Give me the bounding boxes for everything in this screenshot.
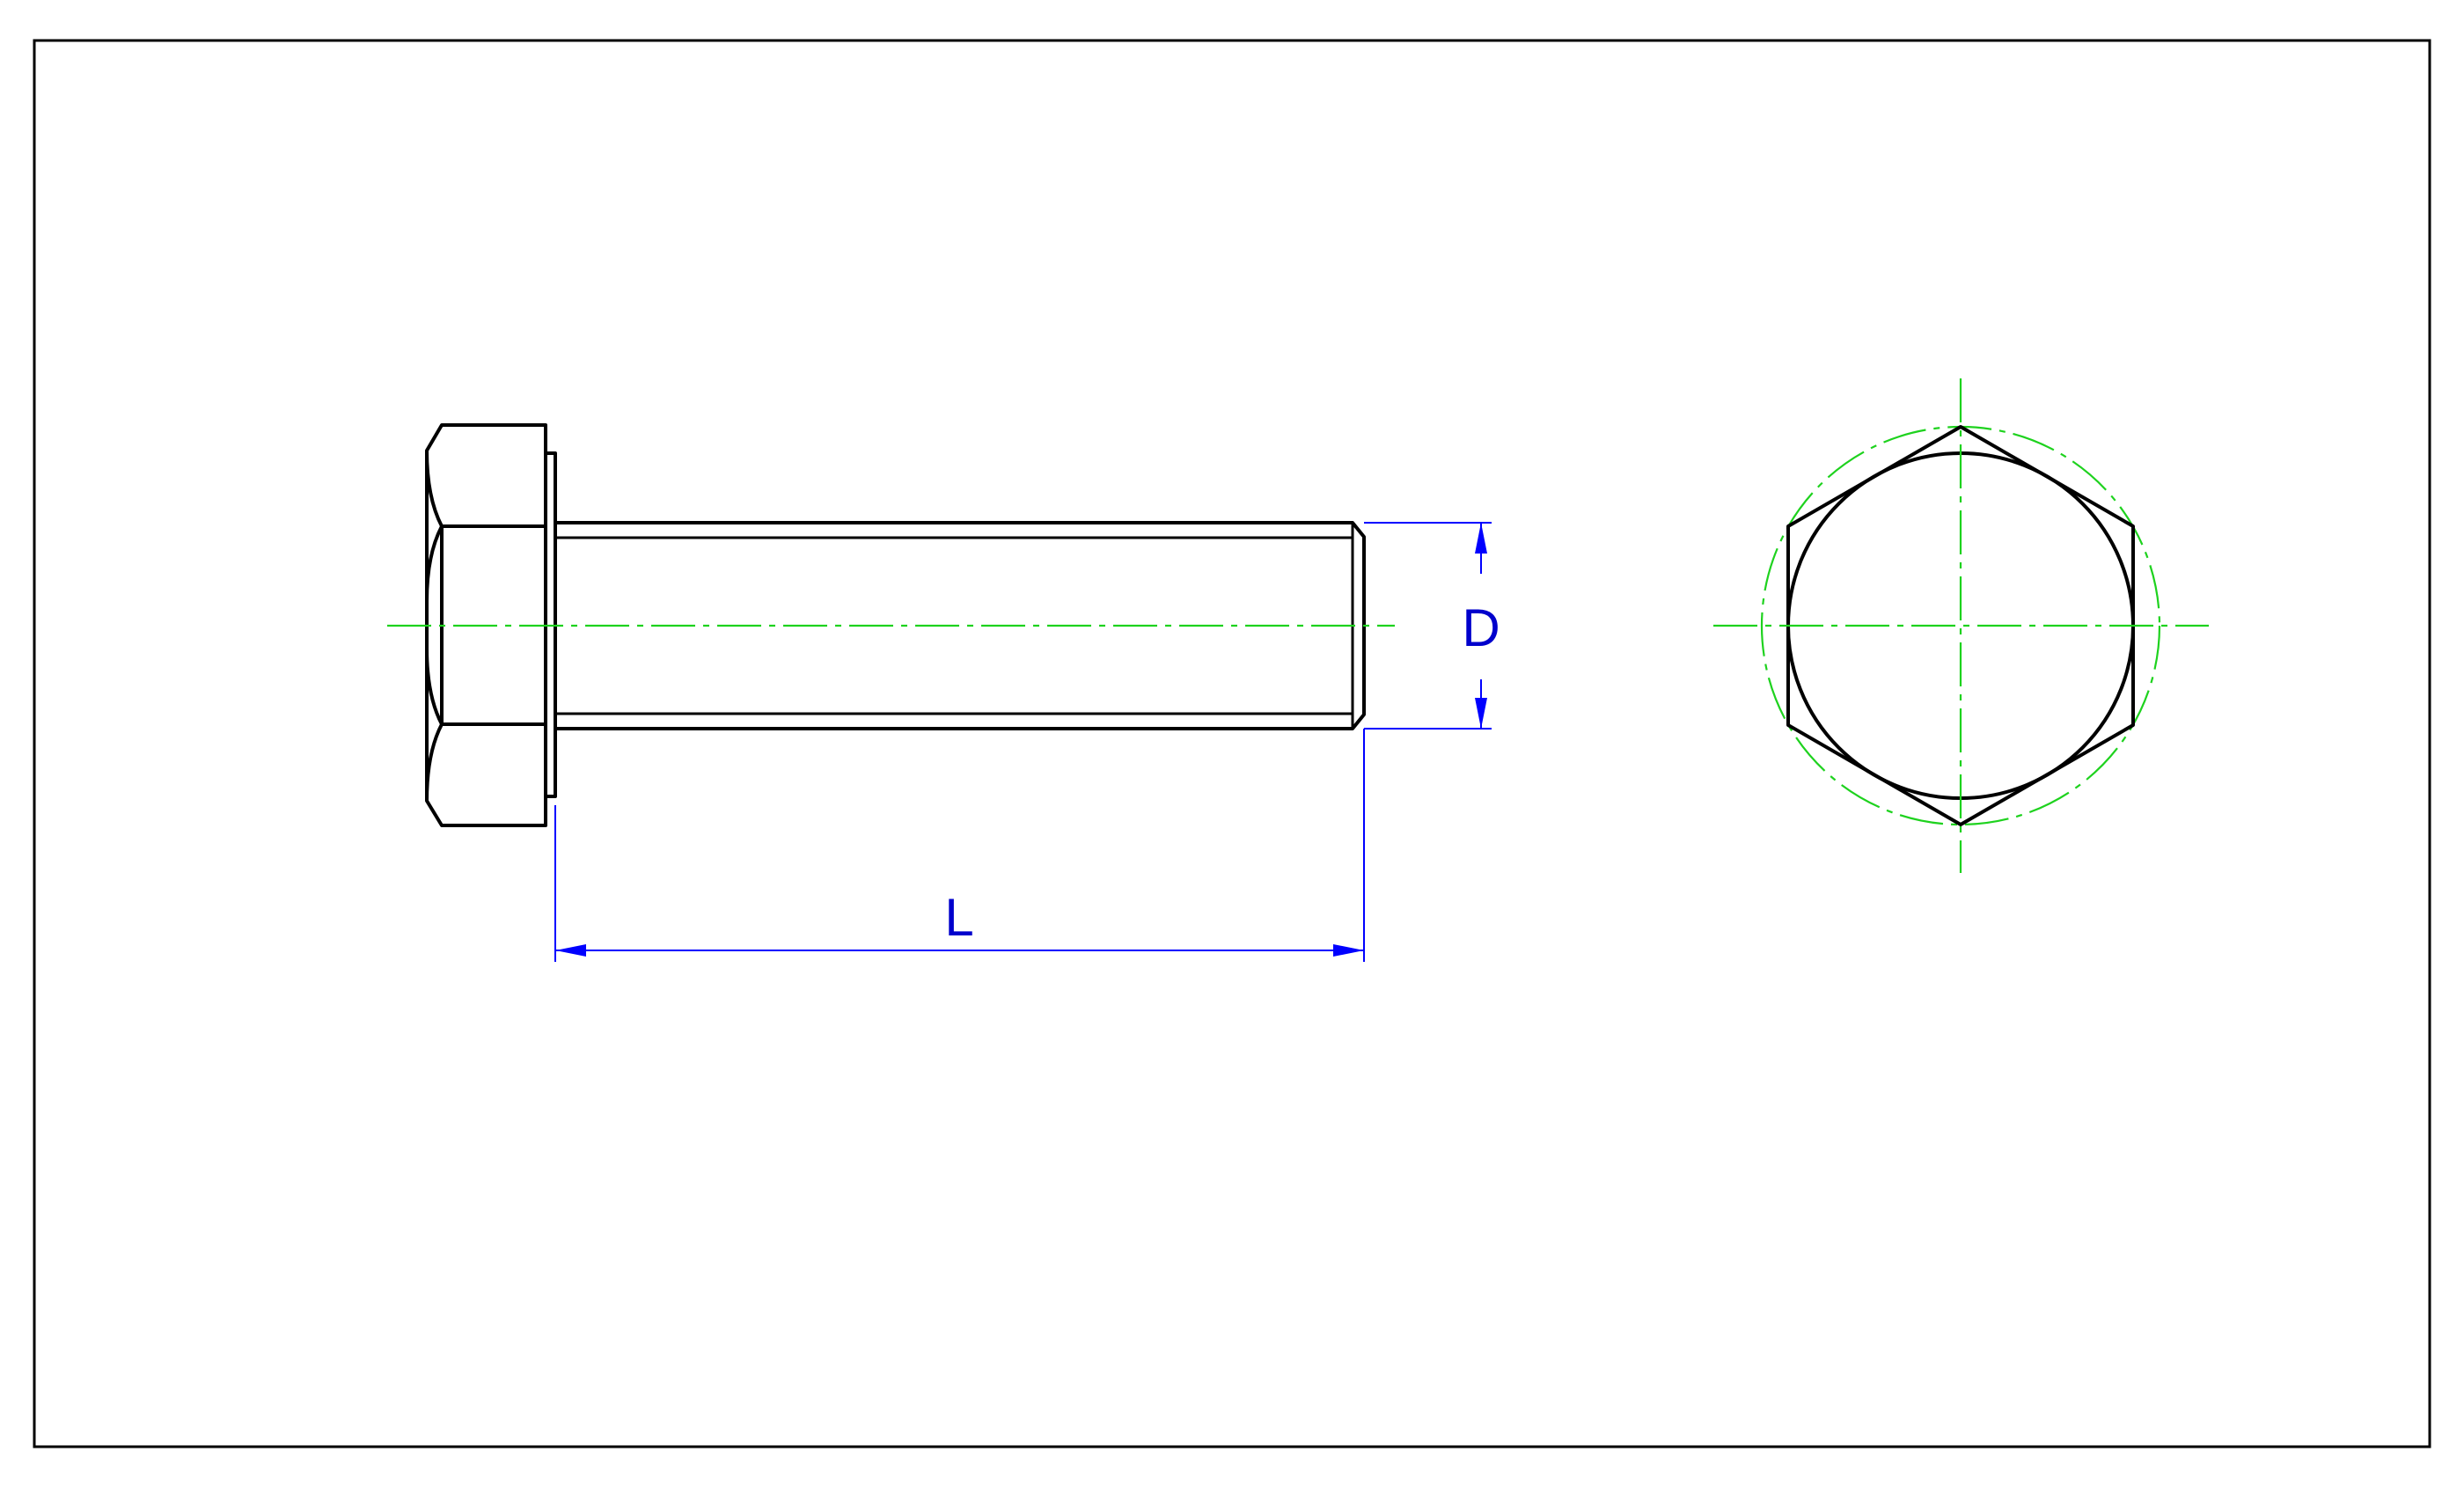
dimension-diameter: D bbox=[1364, 522, 1500, 730]
length-arrow-left bbox=[555, 944, 586, 957]
end-view-hexagon bbox=[1786, 425, 2135, 826]
bolt-side-view bbox=[387, 423, 1395, 827]
length-arrow-right bbox=[1333, 944, 1364, 957]
bolt-end-view bbox=[1713, 378, 2209, 873]
diameter-label: D bbox=[1462, 598, 1500, 657]
length-label: L bbox=[944, 888, 973, 947]
hex-head-upper-facet bbox=[425, 450, 546, 602]
hex-head-lower-facet bbox=[425, 648, 546, 802]
dimension-length: L bbox=[554, 729, 1365, 962]
drawing-frame bbox=[33, 39, 2431, 1448]
diameter-arrow-bottom bbox=[1475, 698, 1487, 729]
diameter-arrow-top bbox=[1475, 523, 1487, 554]
